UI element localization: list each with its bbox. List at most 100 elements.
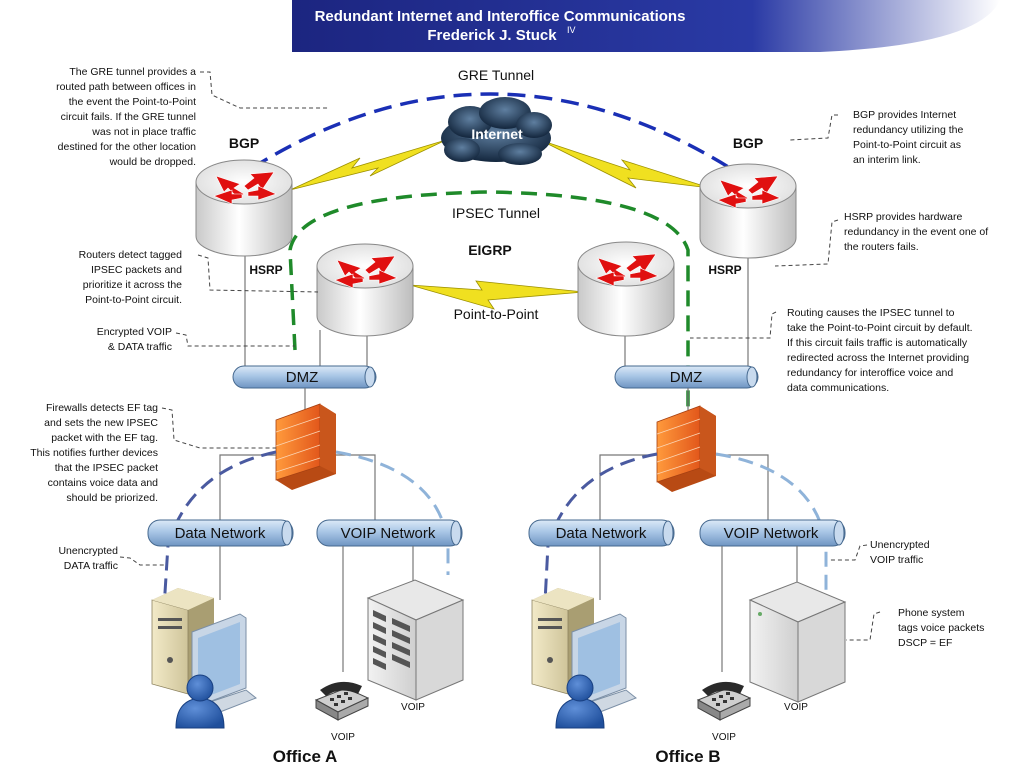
note-line: an interim link. [853,154,921,166]
voip-server-a-icon [366,579,465,701]
note-line: IPSEC packets and [91,264,182,276]
note-line: the routers fails. [844,241,919,253]
firewall-b-icon [656,405,716,492]
note-line: tags voice packets [898,622,984,634]
router-dmz-connectors [244,255,749,366]
note-line: Firewalls detects EF tag [46,402,158,414]
note-line: redundancy utilizing the [853,124,963,136]
note-line: DSCP = EF [898,637,952,649]
note-line: redundancy for interoffice voice and [787,367,953,379]
eigrp-label: EIGRP [468,242,512,258]
router-eigrp-left [316,243,414,337]
device-drop-lines [219,546,798,672]
ipsec-tunnel-path [288,190,690,460]
dmz-bus-a: DMZ [232,365,377,389]
note-line: & DATA traffic [108,341,172,353]
data-network-a-bus: Data Network [147,519,294,547]
router-arrows-icon [334,255,398,289]
point-to-point-link [409,280,585,310]
note-routing: Routing causes the IPSEC tunnel to take t… [787,307,973,394]
gre-tunnel-label: GRE Tunnel [458,67,534,83]
router-bgp-left [195,159,293,257]
note-line: destined for the other location [58,141,197,153]
lan-loop-a-right [335,450,450,575]
note-line: packet with the EF tag. [51,432,158,444]
note-encrypted-traffic: Encrypted VOIP & DATA traffic [97,326,172,353]
phone-a-icon [314,681,370,721]
note-line: Routers detect tagged [79,249,182,261]
page-title: Redundant Internet and Interoffice Commu… [315,8,686,25]
note-line: that the IPSEC packet [55,462,158,474]
voip-network-a-bus: VOIP Network [316,519,463,547]
voip-phone-b-label: VOIP [712,732,736,743]
note-line: HSRP provides hardware [844,211,962,223]
note-line: would be dropped. [109,156,196,168]
router-arrows-icon [595,253,659,287]
note-line: Encrypted VOIP [97,326,172,338]
voip-network-a-label: VOIP Network [341,525,436,542]
note-hsrp: HSRP provides hardware redundancy in the … [844,211,988,253]
note-line: redirected across the Internet providing [787,352,969,364]
note-line: Unencrypted [58,545,118,557]
bgp-left-label: BGP [229,135,259,151]
dmz-b-label: DMZ [670,369,703,386]
router-arrows-icon [717,175,781,209]
note-line: contains voice data and [48,477,158,489]
router-arrows-icon [213,171,277,205]
callout-leaders [119,71,881,641]
note-line: Point-to-Point circuit. [85,294,182,306]
note-line: routed path between offices in [56,81,196,93]
data-network-a-label: Data Network [175,525,266,542]
hsrp-right-label: HSRP [708,263,741,277]
note-line: Point-to-Point circuit as [853,139,961,151]
note-line: VOIP traffic [870,554,923,566]
voip-server-b-icon [748,581,847,703]
note-line: This notifies further devices [30,447,158,459]
phone-b-icon [696,681,752,721]
note-line: prioritize it across the [83,279,182,291]
note-line: take the Point-to-Point circuit by defau… [787,322,973,334]
note-line: redundancy in the event one of [844,226,988,238]
ipsec-tunnel-label: IPSEC Tunnel [452,205,540,221]
note-gre-tunnel: The GRE tunnel provides a routed path bet… [56,66,196,168]
note-line: Phone system [898,607,965,619]
voip-server-b-label: VOIP [784,702,808,713]
hsrp-left-label: HSRP [249,263,282,277]
note-line: the event the Point-to-Point [69,96,196,108]
voip-phone-a-label: VOIP [331,732,355,743]
note-line: Routing causes the IPSEC tunnel to [787,307,955,319]
voip-network-b-label: VOIP Network [724,525,819,542]
note-line: If this circuit fails traffic is automat… [787,337,968,349]
note-line: The GRE tunnel provides a [69,66,196,78]
voip-server-a-label: VOIP [401,702,425,713]
author-suffix: IV [567,25,576,35]
router-eigrp-right [577,241,675,337]
dmz-bus-b: DMZ [614,365,759,389]
note-bgp: BGP provides Internet redundancy utilizin… [853,109,963,166]
note-line: Unencrypted [870,539,930,551]
office-a-label: Office A [273,747,338,766]
note-line: should be priorized. [66,492,158,504]
note-line: and sets the new IPSEC [44,417,158,429]
gre-tunnel-path [251,92,731,170]
user-a-icon [175,674,225,729]
dmz-a-label: DMZ [286,369,319,386]
office-b-label: Office B [655,747,720,766]
bgp-left-internet-link [289,139,447,191]
point-to-point-label: Point-to-Point [454,306,539,322]
note-line: BGP provides Internet [853,109,956,121]
note-line: circuit fails. If the GRE tunnel [61,111,196,123]
header-banner: Redundant Internet and Interoffice Commu… [292,0,1000,52]
note-line: data communications. [787,382,889,394]
note-line: DATA traffic [64,560,118,572]
user-b-icon [555,674,605,729]
bgp-right-label: BGP [733,135,763,151]
router-bgp-right [699,163,797,259]
data-network-b-bus: Data Network [528,519,675,547]
note-firewall: Firewalls detects EF tag and sets the new… [30,402,158,504]
internet-cloud: Internet [441,97,552,165]
